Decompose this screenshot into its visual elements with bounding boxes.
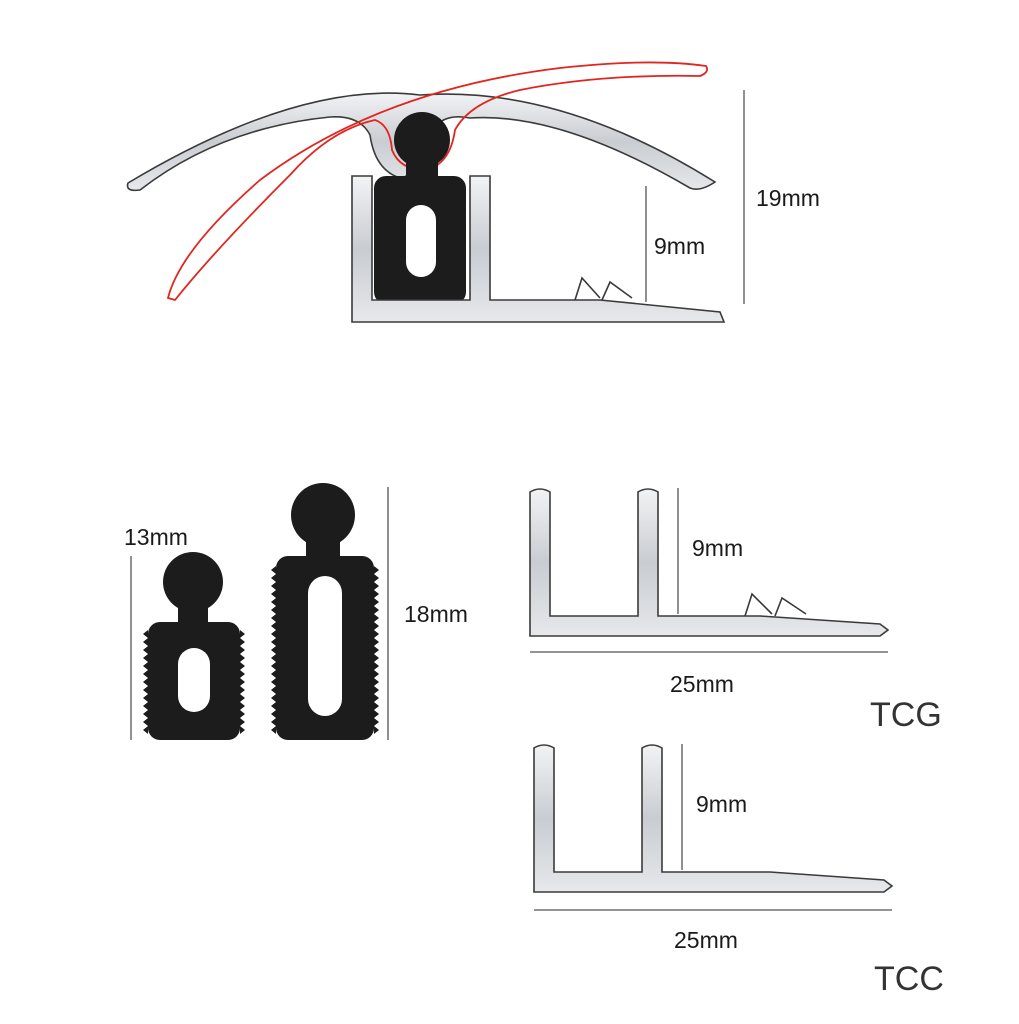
- flexed-cover-outline: [166, 61, 709, 302]
- large-insert-height: 18mm: [404, 601, 468, 627]
- large-insert: [271, 483, 379, 740]
- tcg-width: 25mm: [670, 671, 734, 697]
- base-barbs: [574, 276, 633, 301]
- assembly-total-height: 19mm: [756, 185, 820, 211]
- tcg-height: 9mm: [692, 535, 743, 561]
- tcc-profile: 9mm 25mm TCC: [533, 744, 944, 998]
- base-channel: [351, 175, 726, 323]
- tcg-code: TCG: [870, 696, 942, 734]
- tcc-width: 25mm: [674, 927, 738, 953]
- tcg-barbs: [744, 592, 807, 617]
- tcc-body: [533, 744, 894, 893]
- assembly-insert: [374, 112, 466, 304]
- small-insert-height: 13mm: [124, 524, 188, 550]
- tcc-code: TCC: [874, 960, 944, 998]
- tcg-body: [529, 488, 890, 637]
- tcg-profile: 9mm 25mm TCG: [529, 488, 942, 734]
- tcc-height: 9mm: [696, 791, 747, 817]
- small-insert: [143, 552, 245, 740]
- assembly-view: 19mm 9mm: [126, 61, 820, 323]
- inserts-view: 13mm 18mm: [124, 483, 468, 740]
- assembly-base-height: 9mm: [654, 233, 705, 259]
